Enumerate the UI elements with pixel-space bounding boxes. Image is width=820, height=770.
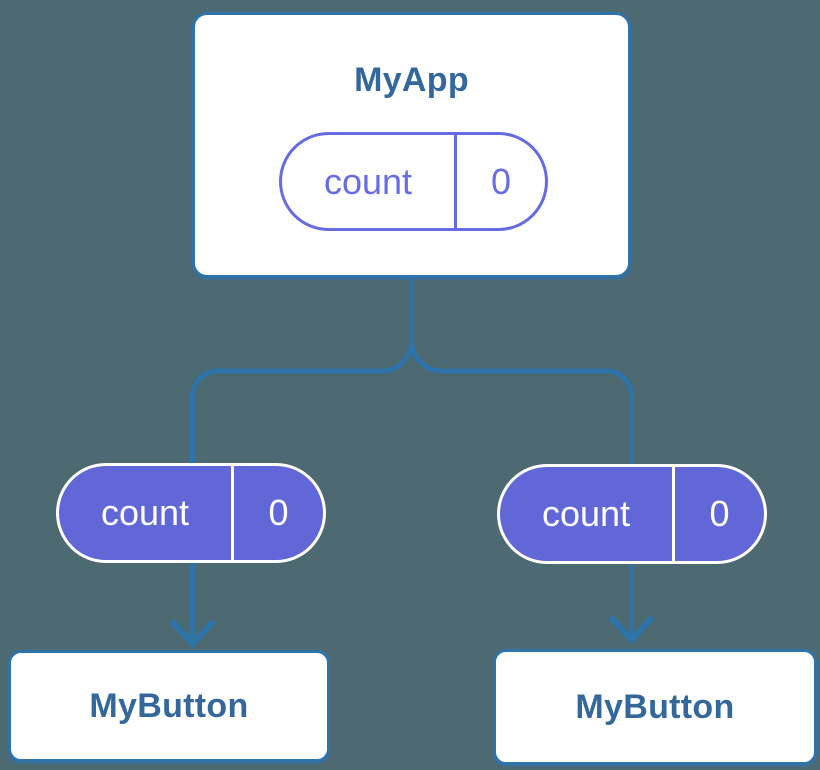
prop-pill-right: count 0 — [497, 464, 767, 564]
node-myapp: MyApp count 0 — [192, 12, 631, 278]
prop-pill-left-name: count — [100, 492, 190, 533]
connector-branch-right — [409, 340, 634, 634]
prop-pill-right-name: count — [541, 493, 631, 534]
state-pill-root-value: 0 — [490, 160, 512, 202]
node-mybutton-right-title: MyButton — [575, 687, 735, 726]
arrow-down-left-icon — [169, 618, 216, 649]
node-myapp-title: MyApp — [354, 61, 469, 99]
arrow-down-right-icon — [608, 614, 655, 645]
node-mybutton-left-title: MyButton — [89, 686, 249, 725]
prop-pill-left: count 0 — [56, 463, 326, 563]
state-pill-root: count 0 — [279, 132, 548, 231]
state-pill-root-name: count — [323, 160, 413, 202]
prop-pill-right-divider — [672, 467, 675, 561]
state-pill-root-divider — [454, 135, 457, 228]
prop-pill-right-value: 0 — [709, 493, 730, 534]
node-mybutton-right: MyButton — [493, 649, 817, 765]
connector-branch-left — [190, 340, 414, 638]
prop-pill-left-value: 0 — [268, 492, 289, 533]
prop-pill-left-divider — [231, 466, 234, 560]
node-mybutton-left: MyButton — [8, 650, 330, 762]
